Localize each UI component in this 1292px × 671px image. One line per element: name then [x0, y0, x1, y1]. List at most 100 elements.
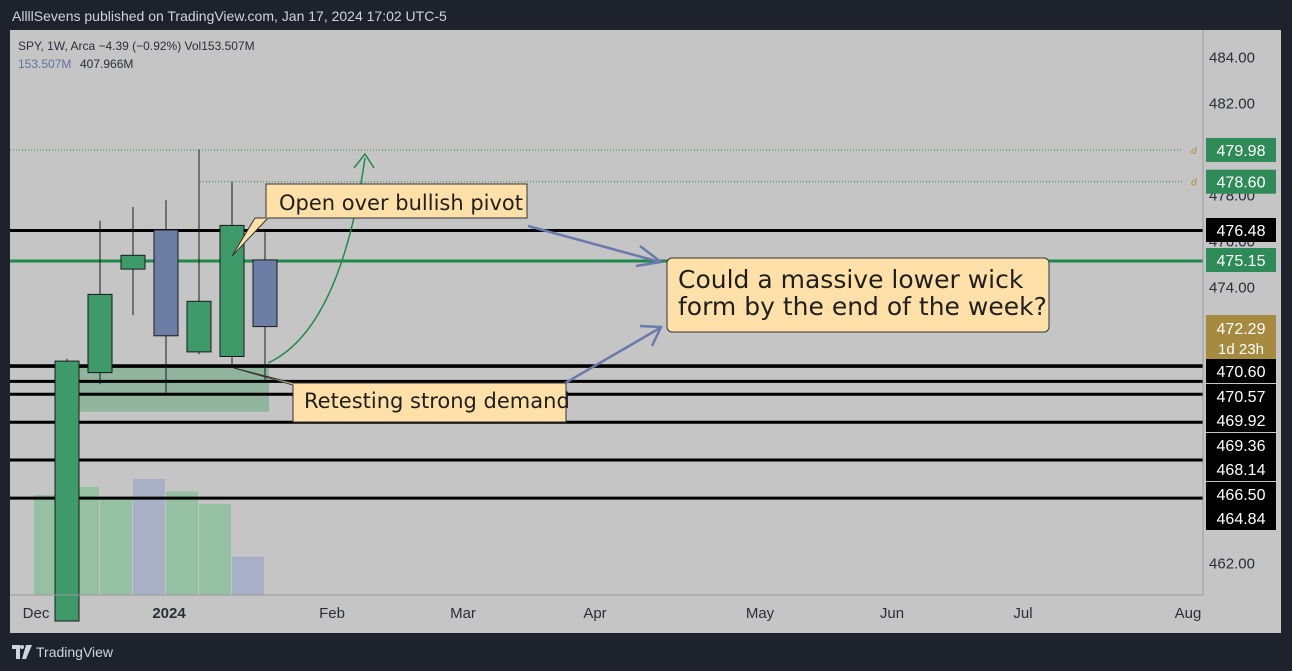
volume-bar — [100, 496, 132, 595]
candle — [153, 200, 179, 394]
time-tick: Aug — [1175, 605, 1202, 622]
callout-box — [233, 367, 567, 423]
legend-symbol-line: SPY, 1W, Arca −4.39 (−0.92%) Vol153.507M — [18, 39, 255, 53]
time-tick: May — [746, 605, 775, 622]
price-tick: 462.00 — [1209, 556, 1255, 573]
callout-strong-demand: Retesting strong demand — [233, 367, 570, 423]
arrow-to-question-2-head — [639, 324, 663, 347]
price-tag-bg — [1206, 408, 1276, 432]
price-tag: 466.50 — [1206, 482, 1276, 506]
candle — [186, 149, 212, 355]
price-tag-bg — [1206, 506, 1276, 530]
time-tick: Apr — [583, 605, 606, 622]
price-tag-bg — [1206, 433, 1276, 457]
time-tick: Feb — [319, 605, 345, 622]
price-tag: 469.36 — [1206, 433, 1276, 457]
time-tick: Jul — [1013, 605, 1032, 622]
callout-bullish-pivot: Open over bullish pivot — [231, 183, 528, 257]
arrow-to-question — [527, 224, 661, 264]
price-tag-label: 468.14 — [1217, 462, 1266, 479]
level-lines-layer — [10, 228, 1203, 500]
callout-text: Retesting strong demand — [304, 389, 570, 413]
price-tag-label: 466.50 — [1217, 487, 1266, 504]
price-tag-label: 479.98 — [1217, 143, 1266, 160]
price-tag-label: 469.36 — [1217, 438, 1266, 455]
projection-arrowhead — [353, 152, 375, 169]
price-tag-bg — [1206, 482, 1276, 506]
price-tag-bg — [1206, 218, 1276, 242]
bar-countdown: 1d 23h — [1218, 341, 1264, 358]
callout-box — [231, 183, 528, 257]
candle — [219, 181, 245, 368]
candle — [54, 358, 80, 622]
candle — [120, 207, 146, 316]
price-tag-bg — [1206, 137, 1276, 162]
legend-volume-b: 407.966M — [80, 57, 133, 71]
callout-text-line: form by the end of the week? — [678, 292, 1047, 321]
price-tag: 470.57 — [1206, 384, 1276, 408]
tradingview-logo-icon[interactable] — [12, 645, 32, 659]
candle-body — [153, 229, 179, 337]
callout-box — [666, 257, 1050, 333]
price-tag: 464.84 — [1206, 506, 1276, 530]
time-tick: Jun — [880, 605, 904, 622]
footer-bar — [0, 633, 1292, 671]
price-tag-bg — [1206, 384, 1276, 408]
volume-bar — [232, 556, 264, 595]
price-tag: 479.98 — [1206, 137, 1276, 162]
price-tick: 482.00 — [1209, 96, 1255, 113]
price-tag-label: 476.48 — [1217, 223, 1266, 240]
callout-text: Open over bullish pivot — [279, 191, 523, 215]
current-price-label: 472.29 — [1217, 321, 1266, 338]
demand-zone — [55, 365, 269, 412]
candles-layer — [54, 149, 278, 622]
volume-bar — [166, 491, 198, 595]
guide-lines-layer: dd — [10, 146, 1197, 189]
candle-body — [54, 360, 80, 622]
high-marker-tag: d — [1191, 146, 1197, 157]
candle — [87, 220, 113, 385]
price-axis: 484.00482.00478.00476.00474.00462.00479.… — [1202, 30, 1281, 595]
price-tick: 474.00 — [1209, 280, 1255, 297]
candle-body — [186, 300, 212, 353]
volume-bar — [199, 503, 231, 595]
candle-body — [120, 254, 146, 270]
price-tick: 484.00 — [1209, 50, 1255, 67]
price-tag-label: 475.15 — [1217, 253, 1266, 270]
candle-body — [87, 293, 113, 374]
price-tag-label: 464.84 — [1217, 511, 1266, 528]
price-tag-bg — [1206, 248, 1276, 272]
chart-legend: SPY, 1W, Arca −4.39 (−0.92%) Vol153.507M… — [18, 39, 255, 71]
candle-body — [252, 259, 278, 328]
price-tag-label: 469.92 — [1217, 413, 1266, 430]
legend-volume-a: 153.507M — [18, 57, 71, 71]
volume-bar — [133, 479, 165, 595]
price-tag-label: 470.60 — [1217, 364, 1266, 381]
price-tag: 478.60 — [1206, 169, 1276, 194]
price-tag-label: 478.60 — [1217, 175, 1266, 192]
price-tag: 469.92 — [1206, 408, 1276, 432]
demand-zone-layer — [55, 365, 269, 412]
price-tag: 475.15 — [1206, 248, 1276, 272]
time-tick: 2024 — [152, 605, 186, 622]
price-tag-bg — [1206, 359, 1276, 383]
high-marker-tag: d — [1191, 178, 1197, 189]
candle — [252, 232, 278, 382]
time-tick: Dec — [23, 605, 50, 622]
price-tag-label: 470.57 — [1217, 389, 1266, 406]
price-tag-bg — [1206, 169, 1276, 194]
arrow-to-question-2 — [559, 326, 661, 388]
current-price-bg — [1206, 315, 1276, 359]
current-price-tag: 472.29 1d 23h — [1206, 315, 1276, 359]
price-tag: 468.14 — [1206, 457, 1276, 481]
publisher-header: AllllSevens published on TradingView.com… — [0, 0, 1292, 30]
price-tag: 476.48 — [1206, 218, 1276, 242]
footer-brand[interactable]: TradingView — [36, 644, 114, 660]
price-tag: 470.60 — [1206, 359, 1276, 383]
time-tick: Mar — [450, 605, 476, 622]
time-axis: Dec 2024 Feb Mar Apr May Jun Jul Aug — [10, 594, 1203, 622]
